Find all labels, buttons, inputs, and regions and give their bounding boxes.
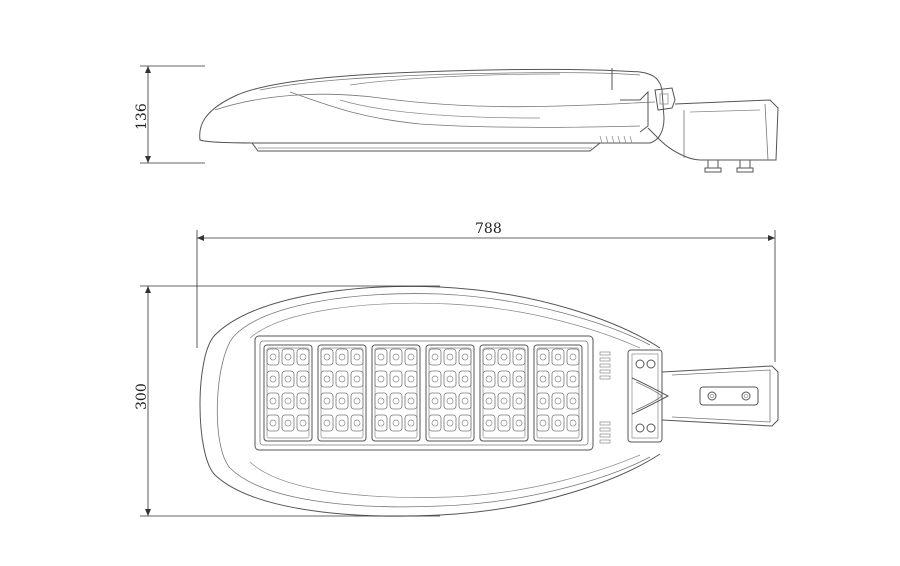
led-module xyxy=(533,344,583,442)
led-module xyxy=(263,344,313,442)
height-dimension-label: 136 xyxy=(134,103,150,130)
width-dimension-label: 300 xyxy=(134,383,150,410)
led-module xyxy=(317,344,367,442)
top-mount-clamp xyxy=(627,349,779,443)
led-module xyxy=(425,344,475,442)
side-view xyxy=(199,68,779,173)
length-dimension-label: 788 xyxy=(475,221,502,237)
top-view xyxy=(199,285,779,517)
led-module-array xyxy=(263,344,583,442)
led-module xyxy=(479,344,529,442)
height-dimension: 136 xyxy=(134,65,205,164)
length-dimension: 788 xyxy=(196,221,776,362)
led-module xyxy=(371,344,421,442)
top-vents xyxy=(599,351,611,444)
side-vents xyxy=(599,135,633,144)
width-dimension: 300 xyxy=(134,285,440,517)
side-mount-clamp xyxy=(647,87,779,173)
